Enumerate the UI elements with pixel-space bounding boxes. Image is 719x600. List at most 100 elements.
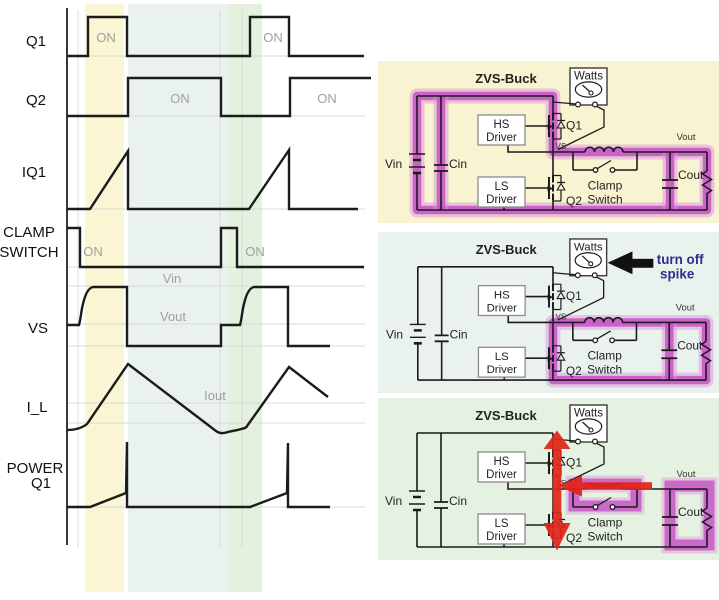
q1-mosfet bbox=[547, 112, 566, 140]
clamp-switch-label: Clamp bbox=[588, 179, 623, 193]
q2-label: Q2 bbox=[566, 531, 582, 545]
schematic-bottom: ZVS-BuckWattsVinCinHSDriverLSDriverQ1Q2V… bbox=[385, 404, 718, 554]
load-resistor bbox=[701, 507, 713, 532]
clamp-switch-symbol bbox=[592, 330, 616, 344]
schematic-title: ZVS-Buck bbox=[476, 242, 538, 257]
red-left-arrow-icon bbox=[582, 482, 652, 490]
cout-label: Cout bbox=[678, 168, 704, 182]
circuit-panel-bottom: ZVS-BuckWattsVinCinHSDriverLSDriverQ1Q2V… bbox=[378, 398, 719, 560]
row-label-i_l: I_L bbox=[27, 399, 48, 416]
q1-label: Q1 bbox=[566, 119, 582, 133]
clamp-switch-label: Switch bbox=[587, 363, 622, 377]
vs-node-label: VS bbox=[555, 312, 566, 321]
q1-label: Q1 bbox=[566, 289, 582, 303]
vs-node-label: VS bbox=[556, 142, 567, 151]
q2-mosfet bbox=[547, 345, 566, 372]
ls-driver-label: Driver bbox=[486, 194, 517, 206]
ls-driver-box bbox=[477, 176, 526, 208]
q1-mosfet bbox=[547, 283, 566, 311]
hs-driver-box bbox=[477, 285, 526, 317]
clamp-switch-symbol bbox=[592, 159, 616, 173]
vout-label: Vout bbox=[676, 303, 695, 314]
annotation-text: turn off bbox=[657, 252, 704, 267]
hs-driver-label: HS bbox=[494, 456, 510, 468]
waveform-q2 bbox=[67, 76, 371, 118]
row-label-q1: Q1 bbox=[26, 33, 46, 50]
hs-driver-label: HS bbox=[494, 290, 510, 302]
circuit-wiring bbox=[416, 95, 708, 211]
vin-battery bbox=[409, 490, 425, 512]
waveform-q1 bbox=[67, 15, 364, 58]
waveform-i_l bbox=[66, 362, 329, 435]
cout-label: Cout bbox=[677, 338, 703, 352]
row-label-power-q1: POWER bbox=[7, 460, 64, 477]
clamp-switch-label: Clamp bbox=[587, 349, 622, 363]
on-label: ON bbox=[317, 91, 337, 106]
ls-driver-label: Driver bbox=[486, 531, 517, 543]
q2-label: Q2 bbox=[566, 364, 582, 378]
vin-label: Vin bbox=[385, 494, 402, 508]
vin-label: Vin bbox=[386, 327, 403, 341]
hs-driver-label: Driver bbox=[487, 303, 518, 315]
vout-ref: Vout bbox=[160, 309, 186, 324]
q2-mosfet bbox=[547, 174, 566, 202]
on-label: ON bbox=[96, 30, 116, 45]
output-inductor bbox=[584, 146, 624, 153]
hs-driver-label: HS bbox=[494, 119, 510, 131]
q1-label: Q1 bbox=[566, 456, 582, 470]
vin-label: Vin bbox=[385, 157, 402, 171]
vout-label: Vout bbox=[676, 132, 695, 143]
on-label: ON bbox=[83, 244, 103, 259]
cin-capacitor bbox=[434, 334, 449, 343]
cout-capacitor bbox=[662, 516, 678, 526]
q2-label: Q2 bbox=[566, 194, 582, 208]
vin-battery bbox=[409, 153, 425, 175]
row-label-iq1: IQ1 bbox=[22, 164, 46, 181]
row-label-q2: Q2 bbox=[26, 92, 46, 109]
vin-ref: Vin bbox=[163, 271, 182, 286]
red-vertical-arrow-icon bbox=[552, 447, 562, 525]
load-resistor bbox=[701, 170, 713, 195]
cout-capacitor bbox=[662, 179, 678, 189]
watts-label: Watts bbox=[574, 408, 603, 420]
q1-on-band bbox=[85, 4, 124, 592]
ls-driver-box bbox=[477, 346, 526, 378]
waveform-vs bbox=[67, 285, 330, 348]
row-label-clamp-switch: SWITCH bbox=[0, 244, 59, 261]
cin-label: Cin bbox=[449, 494, 467, 508]
cin-label: Cin bbox=[449, 157, 467, 171]
cin-capacitor bbox=[434, 164, 448, 172]
ls-driver-box bbox=[477, 513, 526, 545]
meter-leads bbox=[552, 101, 605, 151]
waveform-clamp-switch bbox=[67, 226, 364, 269]
meter-leads bbox=[552, 272, 605, 321]
ls-driver-label: LS bbox=[494, 518, 508, 530]
hs-driver-box bbox=[477, 451, 526, 483]
ls-driver-label: Driver bbox=[487, 364, 518, 376]
waveform-iq1 bbox=[67, 146, 358, 211]
cin-label: Cin bbox=[450, 327, 468, 341]
iout-ref: Iout bbox=[204, 388, 226, 403]
zvs-buck-schematic: ZVS-BuckWattsVinCinHSDriverLSDriverQ1Q2V… bbox=[385, 404, 718, 554]
watts-label: Watts bbox=[574, 241, 603, 253]
hs-driver-label: Driver bbox=[486, 132, 517, 144]
load-resistor bbox=[700, 340, 712, 366]
ls-driver-label: LS bbox=[494, 181, 508, 193]
clamp-switch-label: Switch bbox=[587, 193, 622, 207]
watts-meter bbox=[569, 67, 608, 108]
row-label-power-q1: Q1 bbox=[31, 475, 51, 492]
circuit-wiring bbox=[417, 265, 707, 381]
hs-driver-box bbox=[477, 114, 526, 146]
schematic-title: ZVS-Buck bbox=[475, 71, 537, 86]
on-label: ON bbox=[245, 244, 265, 259]
waveform-power-q1 bbox=[67, 441, 330, 509]
vin-battery bbox=[409, 323, 426, 345]
schematic-title: ZVS-Buck bbox=[475, 408, 537, 423]
on-label: ON bbox=[170, 91, 190, 106]
